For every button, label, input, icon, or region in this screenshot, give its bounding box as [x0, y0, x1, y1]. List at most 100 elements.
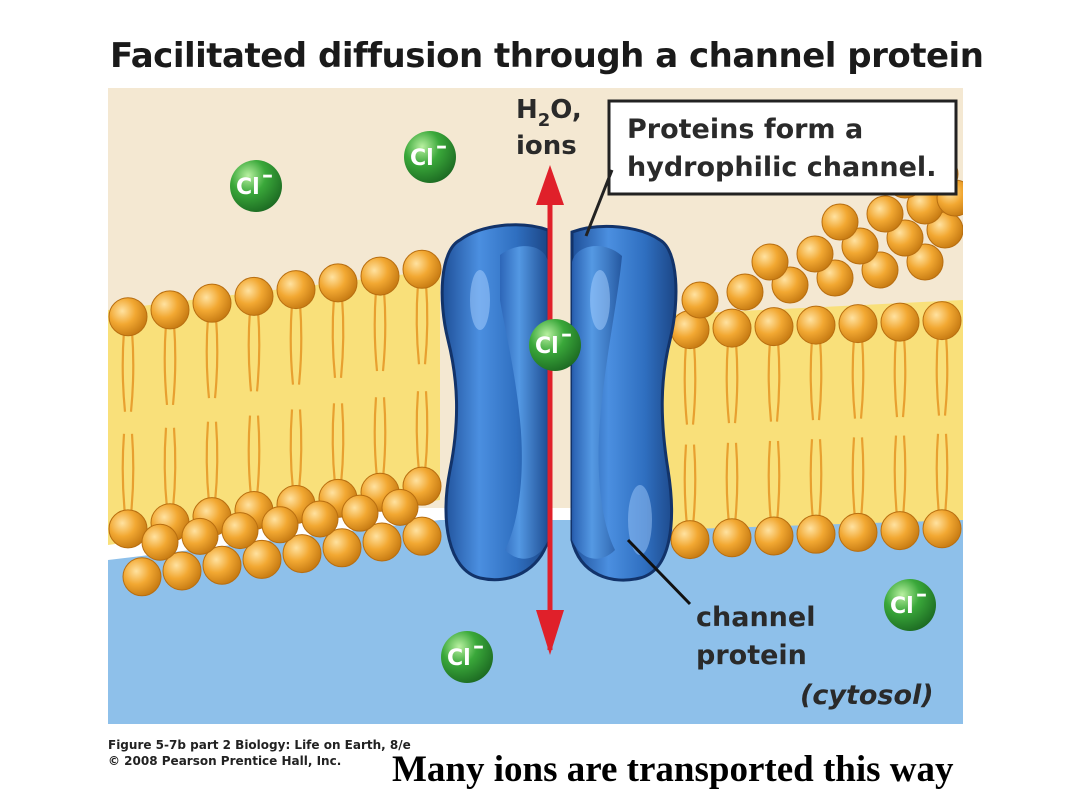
lipid-tail: [415, 283, 429, 365]
lipid-tail: [247, 310, 261, 392]
lipid-tail: [163, 427, 177, 509]
chloride-ion-label: Cl: [236, 175, 260, 200]
lipid-head: [906, 243, 944, 281]
lipid-tail: [809, 439, 823, 521]
lipid-tail: [725, 442, 739, 524]
lipid-head: [322, 528, 362, 568]
lipid-head: [282, 534, 322, 574]
chloride-ion-charge: –: [262, 163, 273, 188]
chloride-ion-label: Cl: [535, 334, 559, 359]
lipid-head: [880, 302, 920, 342]
chloride-ions: Cl–Cl–Cl–Cl–Cl–: [230, 131, 936, 683]
lipid-head: [838, 304, 878, 344]
credit-line-1: Figure 5-7b part 2 Biology: Life on Eart…: [108, 738, 411, 752]
lipid-tail: [767, 440, 781, 523]
lipid-head: [821, 203, 859, 241]
chloride-ion-label: Cl: [447, 646, 471, 671]
lipid-tail: [205, 317, 219, 399]
lipid-head: [192, 283, 232, 323]
lipid-head: [234, 276, 274, 316]
chloride-ion-label: Cl: [410, 146, 434, 171]
lipid-head: [838, 512, 878, 552]
lipid-tail: [373, 397, 387, 479]
lipid-head: [221, 512, 259, 550]
lipid-head: [122, 557, 162, 597]
lipid-tail: [935, 433, 949, 515]
lipid-head: [261, 506, 299, 544]
lipid-tail: [331, 296, 345, 378]
lipid-head: [360, 256, 400, 296]
lipid-head: [754, 516, 794, 556]
bilayer-interior-left: [108, 270, 440, 545]
chloride-ion: [441, 631, 493, 683]
lipid-tail: [415, 391, 429, 473]
lipid-head: [150, 290, 190, 330]
lipid-head: [796, 514, 836, 554]
chloride-ion: [230, 160, 282, 212]
figure-credit: Figure 5-7b part 2 Biology: Life on Eart…: [108, 737, 411, 769]
lipid-tail: [893, 336, 907, 418]
chloride-ion-charge: –: [916, 582, 927, 607]
lipid-head: [301, 500, 339, 538]
lipid-head: [886, 219, 924, 257]
chloride-ion-charge: –: [561, 322, 572, 347]
channel-protein-label-1: channel: [696, 602, 815, 633]
lipid-tail: [205, 421, 219, 503]
lipid-head: [841, 227, 879, 265]
lipid-tail: [851, 337, 865, 419]
lipid-tail: [289, 303, 303, 385]
lipid-head: [754, 307, 794, 347]
lipid-head: [880, 511, 920, 551]
lipid-tail: [725, 342, 739, 424]
lipid-head: [866, 195, 904, 233]
lipid-head: [108, 297, 148, 337]
lipid-head: [362, 522, 402, 562]
lipid-tail: [893, 435, 907, 517]
credit-line-2: © 2008 Pearson Prentice Hall, Inc.: [108, 754, 342, 768]
lipid-tail: [683, 343, 697, 425]
lipid-head: [796, 305, 836, 345]
lipid-head: [141, 523, 179, 561]
slide-caption: Many ions are transported this way: [392, 749, 954, 790]
lipid-head: [861, 251, 899, 289]
lipid-head: [670, 520, 710, 560]
lipid-tail: [935, 334, 949, 416]
lipid-heads: [108, 155, 963, 597]
lipid-head: [162, 551, 202, 591]
cytosol-label: (cytosol): [800, 680, 934, 711]
lipid-head: [276, 270, 316, 310]
lipid-head: [922, 509, 962, 549]
lipid-tail: [121, 433, 135, 515]
chloride-ion-charge: –: [473, 634, 484, 659]
ions-label: ions: [516, 131, 577, 161]
lipid-head: [402, 249, 442, 289]
lipid-head: [712, 518, 752, 558]
page-title: Facilitated diffusion through a channel …: [110, 36, 984, 76]
lipid-head: [108, 509, 148, 549]
lipid-tail: [809, 339, 823, 421]
callout-line-2: hydrophilic channel.: [627, 152, 936, 183]
lipid-tail: [121, 330, 135, 412]
h2o-label: H2O,: [516, 95, 582, 131]
chloride-ion-label: Cl: [890, 594, 914, 619]
lipid-tail: [247, 415, 261, 497]
chloride-ion: [884, 579, 936, 631]
lipid-tail: [851, 437, 865, 519]
lipid-head: [242, 539, 282, 579]
channel-protein-label-2: protein: [696, 640, 807, 671]
lipid-head: [341, 494, 379, 532]
channel-protein: [440, 223, 678, 582]
callout-line-1: Proteins form a: [627, 114, 863, 145]
chloride-ion: [404, 131, 456, 183]
lipid-head: [816, 259, 854, 297]
channel-protein-diagram: Cl–Cl–Cl–Cl–Cl– H2O, ions Proteins form …: [108, 88, 963, 724]
lipid-tail: [331, 403, 345, 485]
chloride-ion-charge: –: [436, 134, 447, 159]
lipid-tails: [121, 283, 949, 526]
channel-protein-leader: [626, 538, 692, 606]
lipid-head: [402, 516, 442, 556]
lipid-tail: [163, 323, 177, 406]
lipid-head: [381, 488, 419, 526]
lipid-tail: [767, 340, 781, 422]
chloride-ion: [529, 319, 581, 371]
